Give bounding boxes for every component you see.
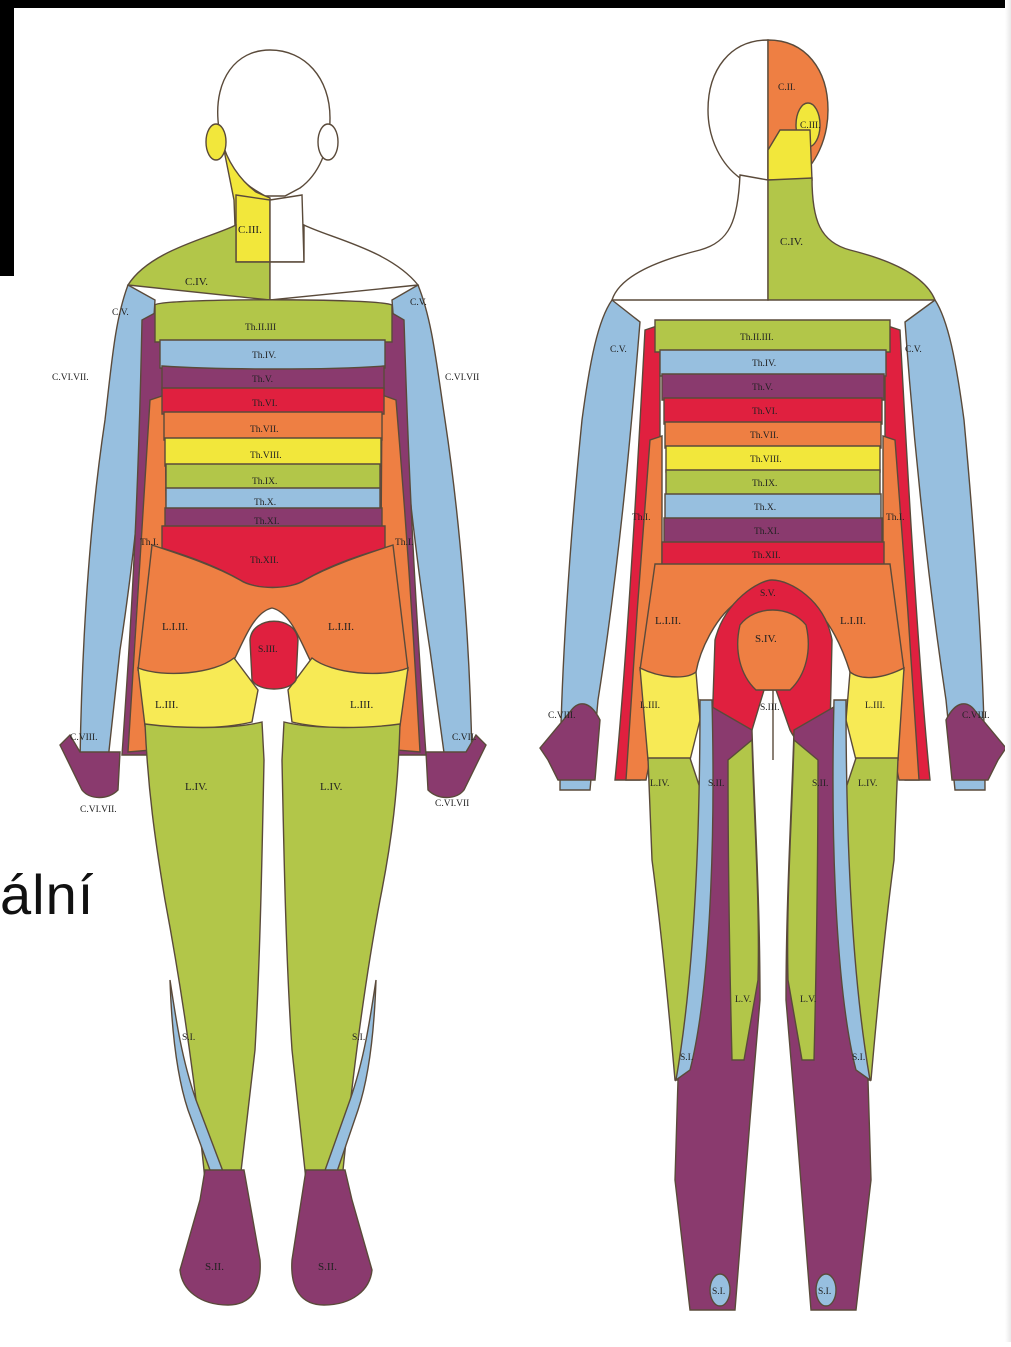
back-label-s2-left: S.II. — [708, 779, 724, 789]
front-label-c67-foot-right: C.VI.VII — [435, 799, 469, 809]
back-label-s3: S.III. — [760, 703, 780, 713]
front-label-th5: Th.V. — [252, 375, 273, 385]
front-label-c5-left: C.V. — [112, 308, 129, 318]
front-label-c67-left: C.VI.VII. — [52, 373, 89, 383]
front-label-c5-right: C.V. — [410, 298, 427, 308]
back-s4 — [738, 610, 809, 690]
back-label-th6: Th.VI. — [752, 407, 777, 417]
front-foot-left — [180, 1170, 260, 1305]
back-band-th5 — [662, 374, 884, 400]
back-label-l4-left: L.IV. — [650, 779, 669, 789]
front-label-s2-left: S.II. — [205, 1261, 224, 1273]
back-label-l5-left: L.V. — [735, 995, 751, 1005]
back-label-th11: Th.XI. — [754, 527, 779, 537]
back-label-l12-right: L.I.II. — [840, 615, 866, 627]
front-label-c67-foot-left: C.VI.VII. — [80, 805, 117, 815]
front-label-s1-left: S.I. — [182, 1033, 195, 1043]
front-label-th11: Th.XI. — [254, 517, 279, 527]
front-neck-right — [270, 195, 304, 262]
front-label-c8-hand: C.VIII. — [70, 733, 97, 743]
back-label-s2-right: S.II. — [812, 779, 828, 789]
front-label-l3-right: L.III. — [350, 699, 373, 711]
back-label-th23: Th.II.III. — [740, 333, 774, 343]
back-label-s5: S.V. — [760, 589, 776, 599]
front-label-l4-left: L.IV. — [185, 781, 208, 793]
back-label-s1-right: S.I. — [852, 1053, 865, 1063]
back-label-l4-right: L.IV. — [858, 779, 877, 789]
front-figure — [60, 50, 486, 1305]
front-label-th23: Th.II.III — [245, 323, 276, 333]
front-label-l12-left: L.I.II. — [162, 621, 188, 633]
front-label-l3-left: L.III. — [155, 699, 178, 711]
front-label-c3: C.III. — [238, 224, 262, 236]
front-band-th5 — [162, 366, 384, 390]
back-label-c2: C.II. — [778, 83, 795, 93]
back-label-th4: Th.IV. — [752, 359, 776, 369]
overlay-caption: ální — [0, 862, 94, 927]
back-label-c5-right: C.V. — [905, 345, 922, 355]
back-l3-left — [640, 668, 700, 760]
front-ear-left — [206, 124, 226, 160]
right-edge-shade — [1005, 0, 1011, 1342]
back-label-l5-right: L.V. — [800, 995, 816, 1005]
back-label-th7: Th.VII. — [750, 431, 779, 441]
back-label-heel-right: S.I. — [818, 1287, 831, 1297]
back-label-th8: Th.VIII. — [750, 455, 782, 465]
front-label-c67-right: C.VI.VII — [445, 373, 479, 383]
back-label-c4: C.IV. — [780, 236, 803, 248]
front-foot-right — [292, 1170, 372, 1305]
back-label-s4: S.IV. — [755, 633, 777, 645]
back-label-th10: Th.X. — [754, 503, 776, 513]
back-shoulder-left — [612, 175, 768, 300]
back-label-th1-arm-right: Th.I. — [886, 513, 904, 523]
back-label-l3-right: L.III. — [865, 701, 885, 711]
left-black-bar — [0, 0, 14, 276]
top-border — [0, 0, 1011, 8]
back-label-th5: Th.V. — [752, 383, 773, 393]
back-label-th9: Th.IX. — [752, 479, 777, 489]
back-figure — [540, 40, 1006, 1310]
back-label-c3: C.III. — [800, 121, 821, 131]
front-label-th4: Th.IV. — [252, 351, 276, 361]
front-label-th10: Th.X. — [254, 498, 276, 508]
back-label-l3-left: L.III. — [640, 701, 660, 711]
front-label-th9: Th.IX. — [252, 477, 277, 487]
back-l3-right — [846, 668, 904, 760]
front-label-th12: Th.XII. — [250, 556, 279, 566]
back-label-heel-left: S.I. — [712, 1287, 725, 1297]
back-head-left — [708, 40, 768, 180]
front-label-th6: Th.VI. — [252, 399, 277, 409]
back-label-c5-left: C.V. — [610, 345, 627, 355]
front-label-th7: Th.VII. — [250, 425, 279, 435]
back-label-c8-left: C.VIII. — [548, 711, 575, 721]
front-label-c4: C.IV. — [185, 276, 208, 288]
front-label-th8: Th.VIII. — [250, 451, 282, 461]
front-band-th23 — [155, 300, 392, 342]
back-label-th1-arm-left: Th.I. — [632, 513, 650, 523]
front-label-s2-right: S.II. — [318, 1261, 337, 1273]
front-label-s1-right: S.I. — [352, 1033, 365, 1043]
front-label-th1-arm-right: Th.I. — [395, 538, 413, 548]
front-label-c7-hand: C.VII. — [452, 733, 476, 743]
front-genital — [250, 621, 298, 689]
front-label-th1-arm-left: Th.I. — [140, 538, 158, 548]
back-label-l12-left: L.I.II. — [655, 615, 681, 627]
front-label-s3: S.III. — [258, 645, 278, 655]
front-label-l12-right: L.I.II. — [328, 621, 354, 633]
back-label-th12: Th.XII. — [752, 551, 781, 561]
back-label-s1-left: S.I. — [680, 1053, 693, 1063]
back-label-c8-right: C.VIII. — [962, 711, 989, 721]
front-ear-right — [318, 124, 338, 160]
front-label-l4-right: L.IV. — [320, 781, 343, 793]
